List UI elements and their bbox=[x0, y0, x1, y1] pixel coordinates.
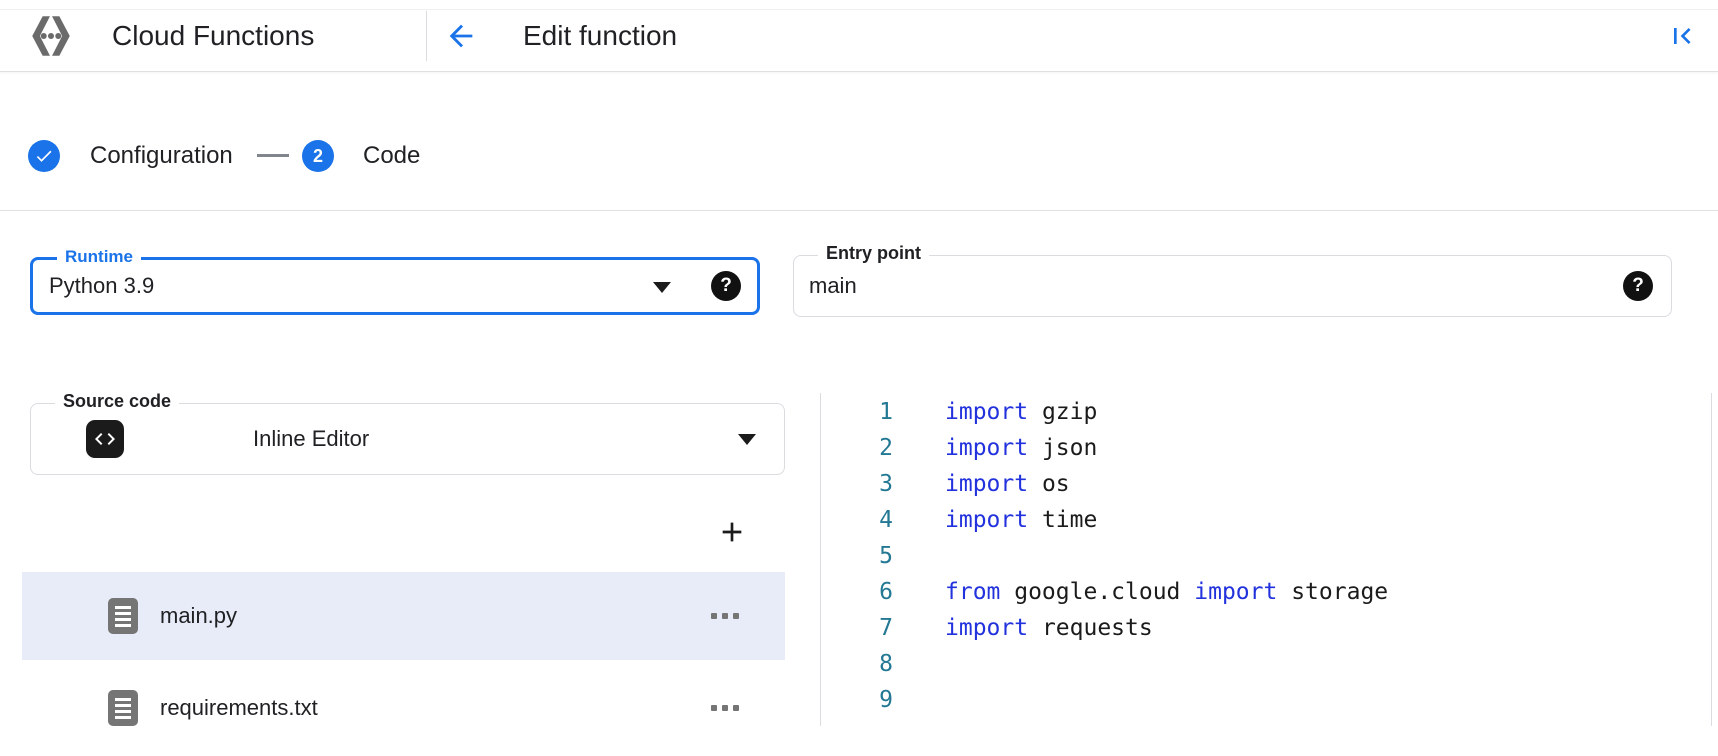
editor-scrollbar-track[interactable] bbox=[1711, 393, 1712, 726]
code-line[interactable]: 7 import requests bbox=[821, 610, 1709, 646]
code-text: import requests bbox=[945, 615, 1153, 641]
stepper-connector bbox=[257, 154, 289, 157]
code-line[interactable]: 1 import gzip bbox=[821, 394, 1709, 430]
line-number: 4 bbox=[879, 507, 893, 533]
code-text: import gzip bbox=[945, 399, 1098, 425]
source-code-select[interactable]: Source code Inline Editor bbox=[30, 391, 785, 475]
line-number: 1 bbox=[879, 399, 893, 425]
cloud-functions-logo-icon bbox=[26, 11, 76, 61]
line-number: 5 bbox=[879, 543, 893, 569]
dropdown-arrow-icon[interactable] bbox=[653, 282, 671, 293]
step-code-number-badge[interactable]: 2 bbox=[302, 140, 334, 172]
back-arrow-icon[interactable] bbox=[444, 19, 478, 53]
file-overflow-menu-icon[interactable] bbox=[705, 699, 745, 717]
code-line[interactable]: 5 bbox=[821, 538, 1709, 574]
code-text: import time bbox=[945, 507, 1098, 533]
line-number: 2 bbox=[879, 435, 893, 461]
inline-editor-icon bbox=[86, 420, 124, 458]
top-hairline bbox=[0, 9, 1718, 10]
file-list: main.py requirements.txt bbox=[22, 572, 785, 756]
code-line[interactable]: 6 from google.cloud import storage bbox=[821, 574, 1709, 610]
topbar-divider bbox=[426, 11, 427, 61]
file-name: main.py bbox=[160, 603, 238, 628]
code-line[interactable]: 2 import json bbox=[821, 430, 1709, 466]
code-line[interactable]: 9 bbox=[821, 682, 1709, 718]
entry-point-input[interactable] bbox=[809, 257, 1489, 315]
code-text: import os bbox=[945, 471, 1070, 497]
line-number: 3 bbox=[879, 471, 893, 497]
runtime-value: Python 3.9 bbox=[49, 273, 155, 298]
file-row[interactable]: requirements.txt bbox=[22, 664, 785, 752]
code-line[interactable]: 4 import time bbox=[821, 502, 1709, 538]
editor-left-border bbox=[820, 393, 821, 726]
entry-point-field[interactable]: Entry point ? bbox=[793, 243, 1672, 317]
code-editor[interactable]: 1 import gzip 2 import json 3 import os 4 impor… bbox=[821, 394, 1709, 718]
top-app-bar: Cloud Functions Edit function bbox=[0, 0, 1718, 72]
runtime-label: Runtime bbox=[57, 247, 141, 267]
runtime-select[interactable]: Runtime Python 3.9 ? bbox=[30, 247, 760, 315]
section-divider bbox=[0, 210, 1718, 211]
source-code-label: Source code bbox=[55, 391, 180, 412]
file-name: requirements.txt bbox=[160, 695, 318, 720]
step-code-label[interactable]: Code bbox=[363, 142, 421, 169]
dropdown-arrow-icon[interactable] bbox=[738, 434, 756, 445]
code-text: from google.cloud import storage bbox=[945, 579, 1389, 605]
add-file-button[interactable] bbox=[710, 510, 754, 554]
code-line[interactable]: 3 import os bbox=[821, 466, 1709, 502]
file-icon bbox=[108, 598, 138, 634]
product-title: Cloud Functions bbox=[112, 20, 315, 51]
line-number: 7 bbox=[879, 615, 893, 641]
plus-icon bbox=[722, 522, 742, 542]
page-title: Edit function bbox=[523, 20, 678, 51]
step-configuration-complete-badge[interactable] bbox=[28, 140, 60, 172]
check-icon bbox=[36, 150, 52, 162]
code-line[interactable]: 8 bbox=[821, 646, 1709, 682]
file-row[interactable]: main.py bbox=[22, 572, 785, 660]
line-number: 9 bbox=[879, 687, 893, 713]
line-number: 6 bbox=[879, 579, 893, 605]
file-icon bbox=[108, 690, 138, 726]
runtime-help-icon[interactable]: ? bbox=[711, 271, 741, 301]
file-overflow-menu-icon[interactable] bbox=[705, 607, 745, 625]
collapse-panel-icon[interactable] bbox=[1666, 20, 1698, 52]
code-text: import json bbox=[945, 435, 1098, 461]
step-configuration-label[interactable]: Configuration bbox=[90, 142, 233, 169]
entry-point-help-icon[interactable]: ? bbox=[1623, 271, 1653, 301]
line-number: 8 bbox=[879, 651, 893, 677]
source-code-value: Inline Editor bbox=[253, 426, 370, 451]
